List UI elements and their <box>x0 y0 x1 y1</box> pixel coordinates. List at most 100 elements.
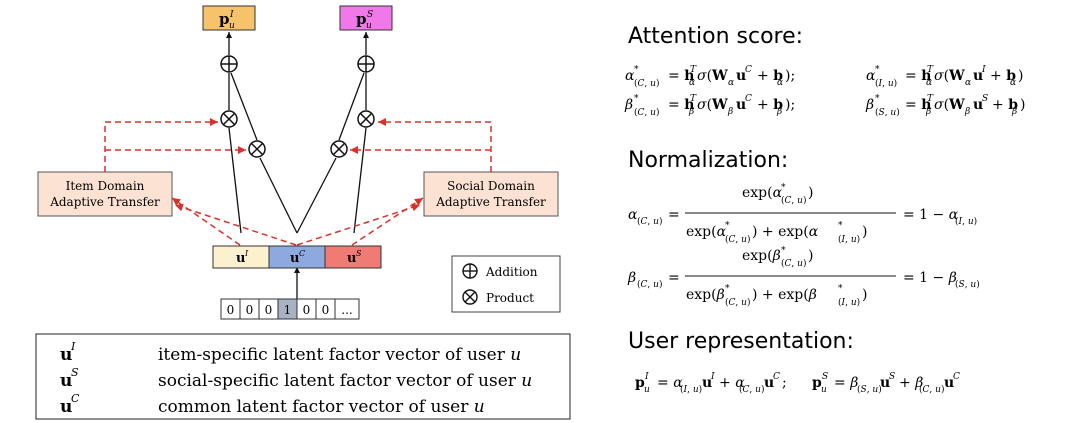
svg-text:;: ; <box>782 375 787 391</box>
one-hot-value: ... <box>341 303 352 317</box>
svg-text:α: α <box>625 68 635 84</box>
svg-text:(C, u): (C, u) <box>725 297 750 308</box>
svg-text:(C, u): (C, u) <box>637 216 662 227</box>
svg-text:α: α <box>965 78 971 88</box>
svg-text:(C, u): (C, u) <box>781 258 806 269</box>
svg-text:+ α: + α <box>719 375 745 391</box>
svg-text:(C, u): (C, u) <box>919 384 944 395</box>
product-node-item-2 <box>248 140 266 158</box>
legend-product-label: Product <box>486 291 534 305</box>
output-item-sub: u <box>229 21 235 31</box>
svg-text:= h: = h <box>905 97 931 113</box>
model-diagram: p I u p S u <box>37 5 561 320</box>
svg-text:u: u <box>880 375 890 391</box>
normalization-title: Normalization: <box>628 148 788 173</box>
svg-text:β: β <box>627 270 636 286</box>
product-node-social-2 <box>357 110 375 128</box>
one-hot-value: 0 <box>303 303 311 317</box>
svg-text:(S, u): (S, u) <box>857 384 882 395</box>
definition-text: item-specific latent factor vector of us… <box>158 345 521 365</box>
product-legend-icon <box>462 289 478 305</box>
svg-text:= 1 − β: = 1 − β <box>903 270 957 286</box>
normalization-equation-alpha: α (C, u) = exp(α * (C, u) ) exp(α * (C, … <box>628 183 977 245</box>
product-node-item-1 <box>220 110 238 128</box>
output-social-box: p S u <box>339 5 393 31</box>
svg-text:α: α <box>728 78 734 88</box>
user-representation-title: User representation: <box>628 329 854 354</box>
svg-text:) + exp(β: ) + exp(β <box>752 287 817 303</box>
svg-text:β: β <box>624 97 633 113</box>
social-transfer-line1: Social Domain <box>447 179 535 193</box>
svg-text:I: I <box>644 372 649 382</box>
embedding-social-sup: S <box>356 249 362 258</box>
definition-symbol-sup: C <box>71 392 80 405</box>
svg-text:T: T <box>927 65 934 75</box>
svg-text:= h: = h <box>668 68 694 84</box>
svg-text:α: α <box>689 78 695 88</box>
svg-text:= h: = h <box>668 97 694 113</box>
item-domain-transfer-box: Item Domain Adaptive Transfer <box>37 171 173 217</box>
output-social-base: p <box>356 10 367 28</box>
embedding-social-segment <box>324 245 382 269</box>
user-representation-equation: p I u = α (I, u) u I + α (C, u) u C ; p … <box>635 372 960 395</box>
definition-text: common latent factor vector of user u <box>158 397 485 417</box>
one-hot-cell <box>334 298 360 320</box>
svg-text:p: p <box>812 375 822 391</box>
svg-text:u: u <box>764 375 774 391</box>
svg-text:*: * <box>634 65 639 75</box>
svg-text:) + exp(α: ) + exp(α <box>752 224 819 240</box>
definition-symbol-sup: S <box>71 366 79 379</box>
one-hot-value: 0 <box>265 303 273 317</box>
svg-text:*: * <box>634 94 639 104</box>
svg-text:= α: = α <box>657 375 683 391</box>
svg-text:β: β <box>727 107 733 117</box>
svg-text:σ(W: σ(W <box>697 68 728 84</box>
embedding-item-base: u <box>236 251 245 266</box>
svg-text:(C, u): (C, u) <box>634 107 659 118</box>
product-node-social-1 <box>330 140 348 158</box>
svg-text:β: β <box>925 107 931 117</box>
svg-text:α: α <box>866 68 876 84</box>
output-social-sup: S <box>367 10 373 20</box>
embedding-social-base: u <box>347 251 356 266</box>
attention-equation-alpha: α * (C, u) = h T α σ(W α u C + b α ); α … <box>625 65 1023 89</box>
svg-text:*: * <box>838 221 843 231</box>
svg-text:= 1 − α: = 1 − α <box>903 207 959 223</box>
svg-text:=: = <box>668 207 680 223</box>
definition-text: social-specific latent factor vector of … <box>158 371 532 391</box>
embedding-item-sup: I <box>244 249 249 258</box>
svg-text:α: α <box>777 78 783 88</box>
svg-text:exp(α: exp(α <box>742 185 783 201</box>
svg-text:*: * <box>838 284 843 294</box>
svg-text:);: ); <box>785 68 795 84</box>
svg-text:): ) <box>862 224 867 240</box>
definition-symbol: u <box>60 397 72 417</box>
addition-legend-icon <box>462 263 478 279</box>
svg-text:S: S <box>822 372 828 382</box>
svg-text:σ(W: σ(W <box>697 97 728 113</box>
svg-text:*: * <box>781 246 786 256</box>
svg-text:S: S <box>889 372 895 382</box>
embedding-common-base: u <box>290 251 299 266</box>
svg-text:u: u <box>736 68 746 84</box>
svg-text:): ) <box>1020 97 1025 113</box>
svg-text:C: C <box>745 94 752 104</box>
svg-text:u: u <box>702 375 712 391</box>
definition-symbol-sup: I <box>70 340 76 353</box>
embedding-common-sup: C <box>299 249 305 258</box>
one-hot-value: 1 <box>284 303 292 317</box>
svg-text:*: * <box>725 221 730 231</box>
svg-text:I: I <box>981 65 986 75</box>
svg-text:u: u <box>736 97 746 113</box>
output-item-base: p <box>219 10 230 28</box>
svg-text:C: C <box>773 372 780 382</box>
svg-text:p: p <box>635 375 645 391</box>
svg-text:u: u <box>644 385 650 395</box>
svg-text:exp(β: exp(β <box>742 248 781 264</box>
svg-text:α: α <box>926 78 932 88</box>
svg-text:β: β <box>1011 107 1017 117</box>
svg-text:= β: = β <box>834 375 858 391</box>
svg-text:): ) <box>1018 68 1023 84</box>
